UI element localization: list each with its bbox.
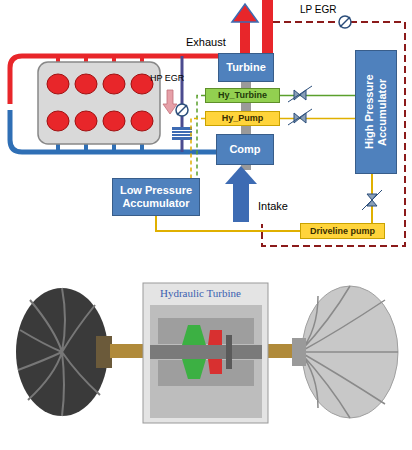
cylinder xyxy=(103,74,125,94)
hydraulic-pump-line xyxy=(280,118,355,120)
exhaust-arrow xyxy=(232,4,258,22)
valve-adjust xyxy=(288,109,312,125)
node-text: Turbine xyxy=(226,61,266,74)
intake-manifold xyxy=(10,110,216,152)
lp-egr-valve-plate xyxy=(340,17,350,27)
low-pressure-supply-line xyxy=(156,216,300,231)
hydraulic-rotor xyxy=(182,359,206,379)
hp-egr-line xyxy=(181,56,184,152)
turbine-return-line xyxy=(197,96,205,179)
hp-egr-valve-plate xyxy=(177,105,187,115)
lp-egr-label: LP EGR xyxy=(300,4,337,15)
hp-egr-valve xyxy=(176,104,188,116)
intake-label: Intake xyxy=(258,200,288,212)
node-text: Comp xyxy=(229,143,260,156)
exhaust-outlet xyxy=(240,18,250,54)
nozzle xyxy=(208,330,222,345)
egr-cooler-fins xyxy=(172,131,192,137)
housing xyxy=(150,305,262,418)
valve-symbol xyxy=(294,113,306,123)
lp-egr-line xyxy=(262,22,405,246)
node-text: High Pressure Accumulator xyxy=(363,51,388,173)
lp-egr-valve xyxy=(339,16,351,28)
hp-egr-label: HP EGR xyxy=(150,73,184,83)
low-pressure-accumulator: Low Pressure Accumulator xyxy=(112,178,200,216)
intake-runners xyxy=(58,132,142,152)
exhaust-runners xyxy=(58,56,142,72)
valve-symbol xyxy=(294,90,306,100)
turbine-hub xyxy=(96,336,112,368)
node-text: Hy_Turbine xyxy=(218,90,267,100)
valve-symbol xyxy=(367,194,377,206)
hydraulic-turbine-box: Hy_Turbine xyxy=(205,88,280,103)
exhaust-manifold xyxy=(10,56,218,104)
intake-arrow-body xyxy=(233,182,249,222)
compressor-box: Comp xyxy=(216,134,274,165)
cylinder xyxy=(47,111,69,131)
high-pressure-accumulator: High Pressure Accumulator xyxy=(355,50,397,174)
turbine-blades xyxy=(18,288,100,416)
compressor-wheel xyxy=(302,286,398,418)
engine-block xyxy=(38,62,160,144)
compressor-hub xyxy=(292,338,306,366)
hydraulic-turbine-line xyxy=(280,95,355,97)
cutaway-inset xyxy=(143,283,268,423)
hp-egr-arrow xyxy=(163,90,177,114)
housing-upper xyxy=(158,318,254,344)
exhaust-pipe xyxy=(262,0,273,54)
exhaust-label: Exhaust xyxy=(186,36,226,48)
cylinder xyxy=(75,111,97,131)
seal xyxy=(226,335,232,369)
turbine-box: Turbine xyxy=(218,53,274,82)
node-text: Driveline pump xyxy=(310,226,375,236)
intake-arrow-head xyxy=(225,166,257,184)
node-text: Low Pressure Accumulator xyxy=(113,184,199,209)
valve-adjust xyxy=(288,86,312,102)
cylinder xyxy=(47,74,69,94)
nozzle xyxy=(208,359,222,374)
egr-cooler xyxy=(172,127,192,140)
turbine-wheel xyxy=(16,288,108,416)
cylinder xyxy=(131,111,153,131)
cylinders xyxy=(47,74,153,131)
driveline-pump-box: Driveline pump xyxy=(300,223,385,239)
driveline-supply-line xyxy=(371,174,373,223)
hydraulic-rotor xyxy=(182,325,206,345)
photo-caption-label: Hydraulic Turbine xyxy=(160,287,241,299)
node-text: Hy_Pump xyxy=(222,113,264,123)
inset-shaft xyxy=(150,345,262,359)
compressor-blades xyxy=(300,286,398,418)
pump-return-line xyxy=(191,119,205,179)
cylinder xyxy=(131,74,153,94)
hydraulic-pump-box: Hy_Pump xyxy=(205,111,280,126)
housing-lower xyxy=(158,360,254,386)
cylinder xyxy=(75,74,97,94)
valve-adjust xyxy=(362,190,382,210)
cylinder xyxy=(103,111,125,131)
photo-shaft xyxy=(110,344,295,358)
